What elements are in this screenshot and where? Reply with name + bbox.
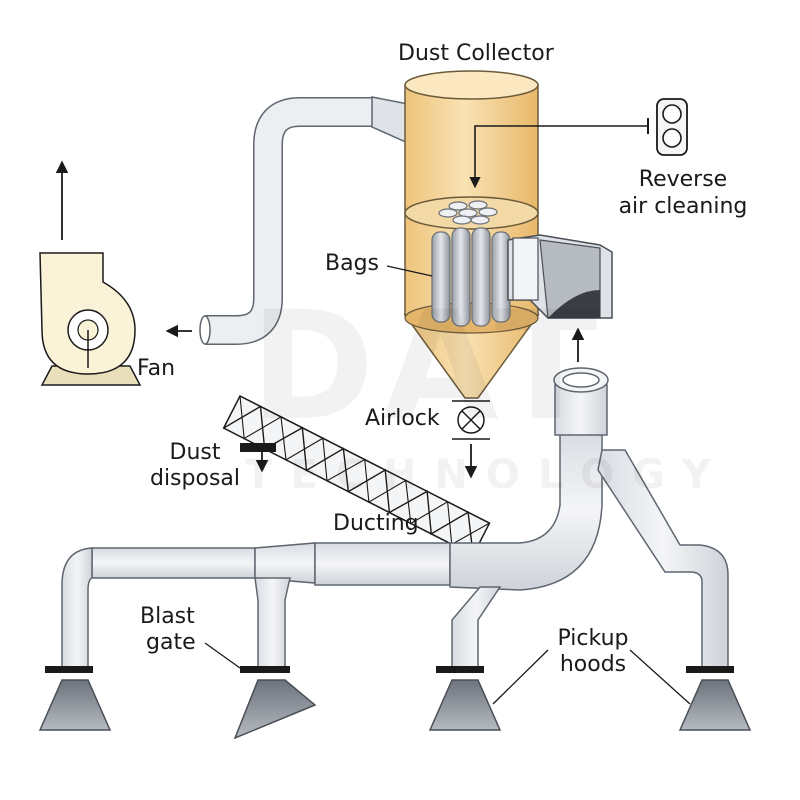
- ducting-label: Ducting: [333, 511, 419, 536]
- blast-gates: [45, 666, 734, 673]
- collector-outlet: [507, 234, 613, 319]
- dust-disposal-label-1: Dust: [169, 440, 221, 465]
- pickup-hoods-label-2: hoods: [559, 652, 627, 677]
- bag-tops: [438, 200, 498, 225]
- pickup-hood-icon: [233, 679, 317, 740]
- filter-bag-icon: [431, 231, 451, 323]
- blast-gate-icon: [436, 666, 484, 673]
- bags-label: Bags: [325, 251, 380, 276]
- pickup-hood-icon: [428, 679, 502, 731]
- dust-disposal-label-2: disposal: [149, 466, 241, 491]
- pickup-hood-icon: [38, 679, 112, 731]
- watermark-logo: DAT: [250, 280, 606, 454]
- dust-collector-label: Dust Collector: [398, 41, 554, 66]
- reverse-air-label-1: Reverse: [638, 167, 728, 192]
- pickup-hoods: [38, 679, 752, 740]
- blast-gate-icon: [686, 666, 734, 673]
- blast-gate-icon: [240, 666, 290, 673]
- reverse-air-label-2: air cleaning: [618, 194, 748, 219]
- airlock-label: Airlock: [365, 406, 440, 431]
- pickup-hoods-label-1: Pickup: [557, 626, 629, 651]
- pickup-hood-icon: [678, 679, 752, 731]
- blast-gate-label-2: gate: [146, 630, 196, 655]
- dust-disposal-outlet: [240, 443, 276, 473]
- fan-icon: [39, 252, 142, 386]
- watermark-tagline: TECHNOLOGY: [245, 452, 729, 498]
- reverse-air-line: [469, 125, 648, 189]
- airlock-valve-icon: [452, 400, 490, 440]
- filter-bag-icon: [471, 227, 491, 327]
- fan-label: Fan: [137, 356, 176, 381]
- blast-gate-icon: [45, 666, 93, 673]
- leader-lines: [204, 265, 691, 705]
- reverse-air-blower-icon: [647, 98, 688, 156]
- blast-gate-label-1: Blast: [140, 604, 195, 629]
- filter-bags: [431, 227, 511, 327]
- filter-bag-icon: [451, 227, 471, 327]
- main-ducting: [61, 367, 729, 669]
- fan-inlet-duct: [199, 96, 409, 345]
